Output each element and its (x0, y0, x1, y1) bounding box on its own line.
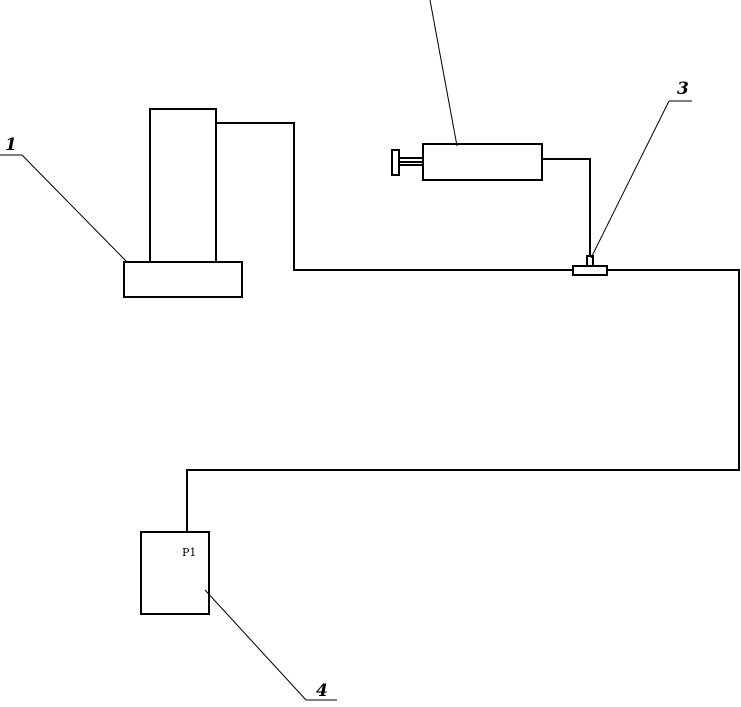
callout-4: 4 (316, 681, 328, 701)
tube-syringe-to-tee (541, 158, 591, 257)
leader-2 (429, 0, 458, 147)
leader-3-diagonal (590, 100, 670, 259)
syringe-plunger-handle (391, 149, 400, 176)
tee-stem (586, 255, 594, 267)
component-1-vessel (123, 108, 243, 298)
gauge-box (140, 531, 210, 615)
vessel-column (149, 108, 217, 263)
vessel-base (123, 261, 243, 298)
callout-1: 1 (5, 135, 17, 155)
tee-body (572, 265, 608, 276)
gauge-label: P1 (182, 546, 196, 559)
leader-1-diagonal (21, 154, 128, 263)
component-4-gauge: P1 (140, 531, 210, 615)
leader-lines (0, 0, 692, 701)
leader-4 (204, 589, 307, 701)
tube-tee-to-gauge (186, 269, 740, 533)
tubing (186, 122, 740, 533)
callout-3: 3 (677, 79, 689, 99)
callout-numbers: 1 3 4 (5, 79, 689, 701)
component-2-syringe (391, 143, 543, 181)
component-3-tee-connector (572, 255, 608, 276)
tube-vessel-to-tee (215, 122, 574, 271)
syringe-barrel (422, 143, 543, 181)
